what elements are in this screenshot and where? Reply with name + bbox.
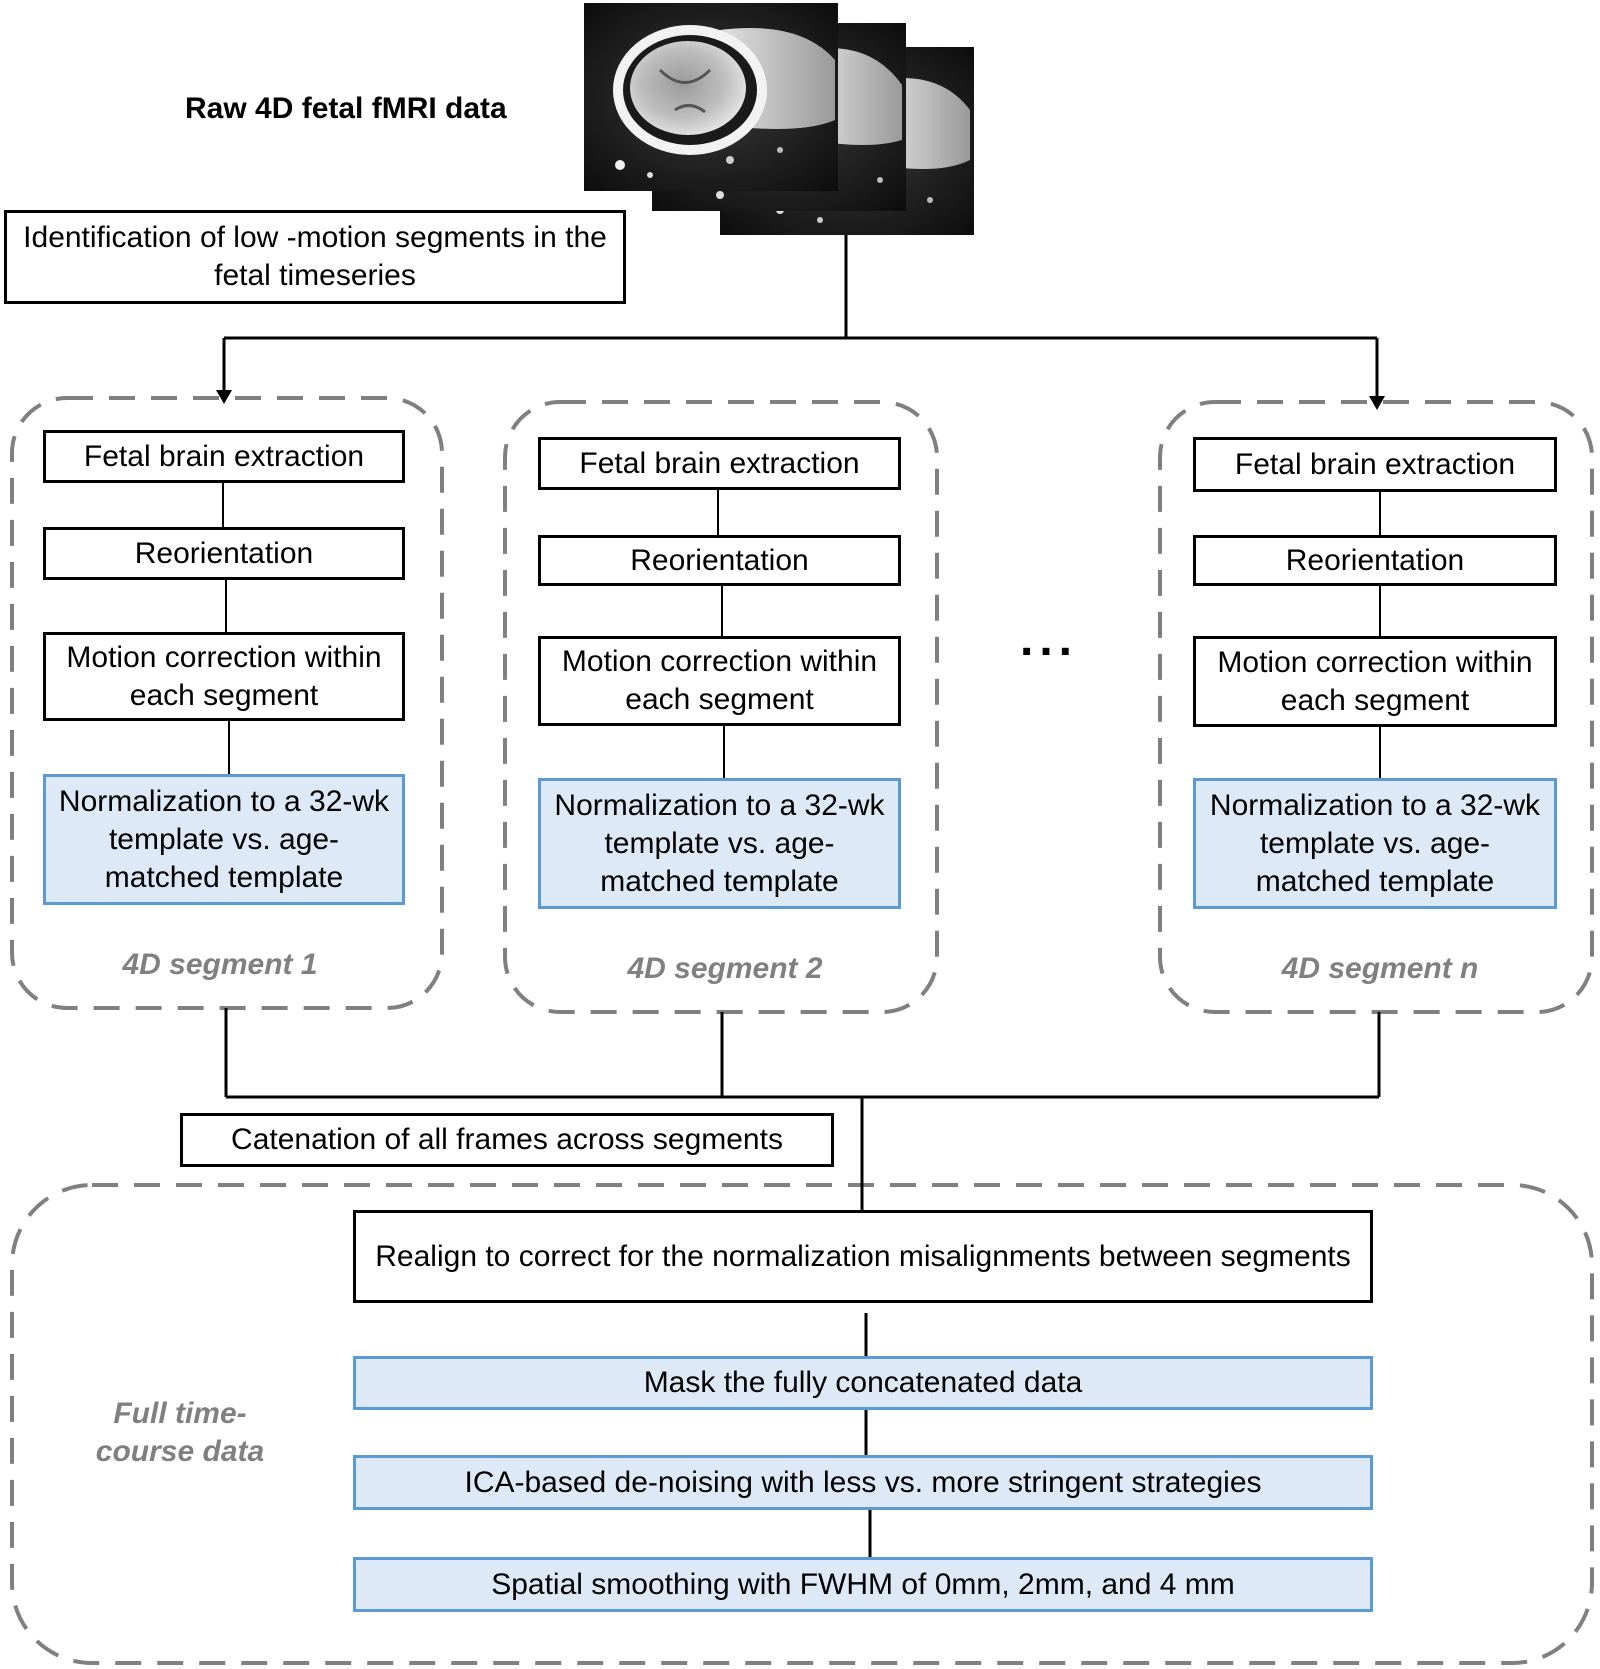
arrowhead-segment-1	[216, 390, 232, 404]
smoothing-box: Spatial smoothing with FWHM of 0mm, 2mm,…	[353, 1557, 1373, 1612]
mask-box: Mask the fully concatenated data	[353, 1356, 1373, 1410]
segment-n-normalization: Normalization to a 32-wk template vs. ag…	[1193, 778, 1557, 909]
arrowhead-segment-n	[1369, 396, 1385, 410]
segment-n-label: 4D segment n	[1281, 952, 1479, 985]
step-label: Normalization to a 32-wk template vs. ag…	[58, 784, 390, 894]
raw-data-title: Raw 4D fetal fMRI data	[185, 92, 507, 125]
mri-frame-1	[584, 3, 838, 191]
identification-text: Identification of low -motion segments i…	[23, 221, 607, 292]
segment-1-label: 4D segment 1	[122, 948, 318, 981]
segment-1-motion-correction: Motion correction within each segment	[43, 632, 405, 721]
step-label: Reorientation	[1285, 543, 1465, 577]
step-label: Fetal brain extraction	[579, 446, 860, 480]
segment-1-reorientation: Reorientation	[43, 527, 405, 580]
step-label: Fetal brain extraction	[1234, 447, 1516, 481]
segment-n-container	[1158, 400, 1594, 1014]
segment-n-motion-correction: Motion correction within each segment	[1193, 636, 1557, 727]
step-label: Motion correction within each segment	[66, 640, 382, 712]
mask-text: Mask the fully concatenated data	[643, 1366, 1083, 1399]
segment-n-reorientation: Reorientation	[1193, 535, 1557, 586]
segment-n-brain-extraction: Fetal brain extraction	[1193, 437, 1557, 492]
step-label: Reorientation	[630, 543, 809, 577]
segment-1-brain-extraction: Fetal brain extraction	[43, 430, 405, 483]
segment-2-normalization: Normalization to a 32-wk template vs. ag…	[538, 778, 901, 909]
step-label: Normalization to a 32-wk template vs. ag…	[554, 788, 885, 898]
identification-box: Identification of low -motion segments i…	[4, 210, 626, 304]
ica-text: ICA-based de-noising with less vs. more …	[464, 1465, 1262, 1499]
realign-text: Realign to correct for the normalization…	[375, 1239, 1351, 1273]
segment-2-motion-correction: Motion correction within each segment	[538, 636, 901, 726]
catenation-text: Catenation of all frames across segments	[231, 1123, 783, 1156]
segment-2-brain-extraction: Fetal brain extraction	[538, 437, 901, 490]
step-label: Reorientation	[134, 536, 314, 570]
ellipsis: ...	[1020, 613, 1079, 666]
step-label: Fetal brain extraction	[83, 439, 365, 473]
catenation-box: Catenation of all frames across segments	[180, 1113, 834, 1167]
step-label: Motion correction within each segment	[1217, 645, 1533, 717]
segment-1-normalization: Normalization to a 32-wk template vs. ag…	[43, 774, 405, 905]
step-label: Motion correction within each segment	[561, 645, 878, 716]
fmri-image-stack	[584, 3, 974, 235]
realign-box: Realign to correct for the normalization…	[353, 1210, 1373, 1303]
ica-box: ICA-based de-noising with less vs. more …	[353, 1455, 1373, 1510]
smoothing-text: Spatial smoothing with FWHM of 0mm, 2mm,…	[491, 1567, 1235, 1601]
segment-2-reorientation: Reorientation	[538, 535, 901, 586]
step-label: Normalization to a 32-wk template vs. ag…	[1209, 788, 1541, 898]
full-timecourse-label: Full time-course data	[95, 1397, 265, 1468]
segment-2-label: 4D segment 2	[627, 952, 823, 985]
full-timecourse-container	[10, 1183, 1594, 1665]
